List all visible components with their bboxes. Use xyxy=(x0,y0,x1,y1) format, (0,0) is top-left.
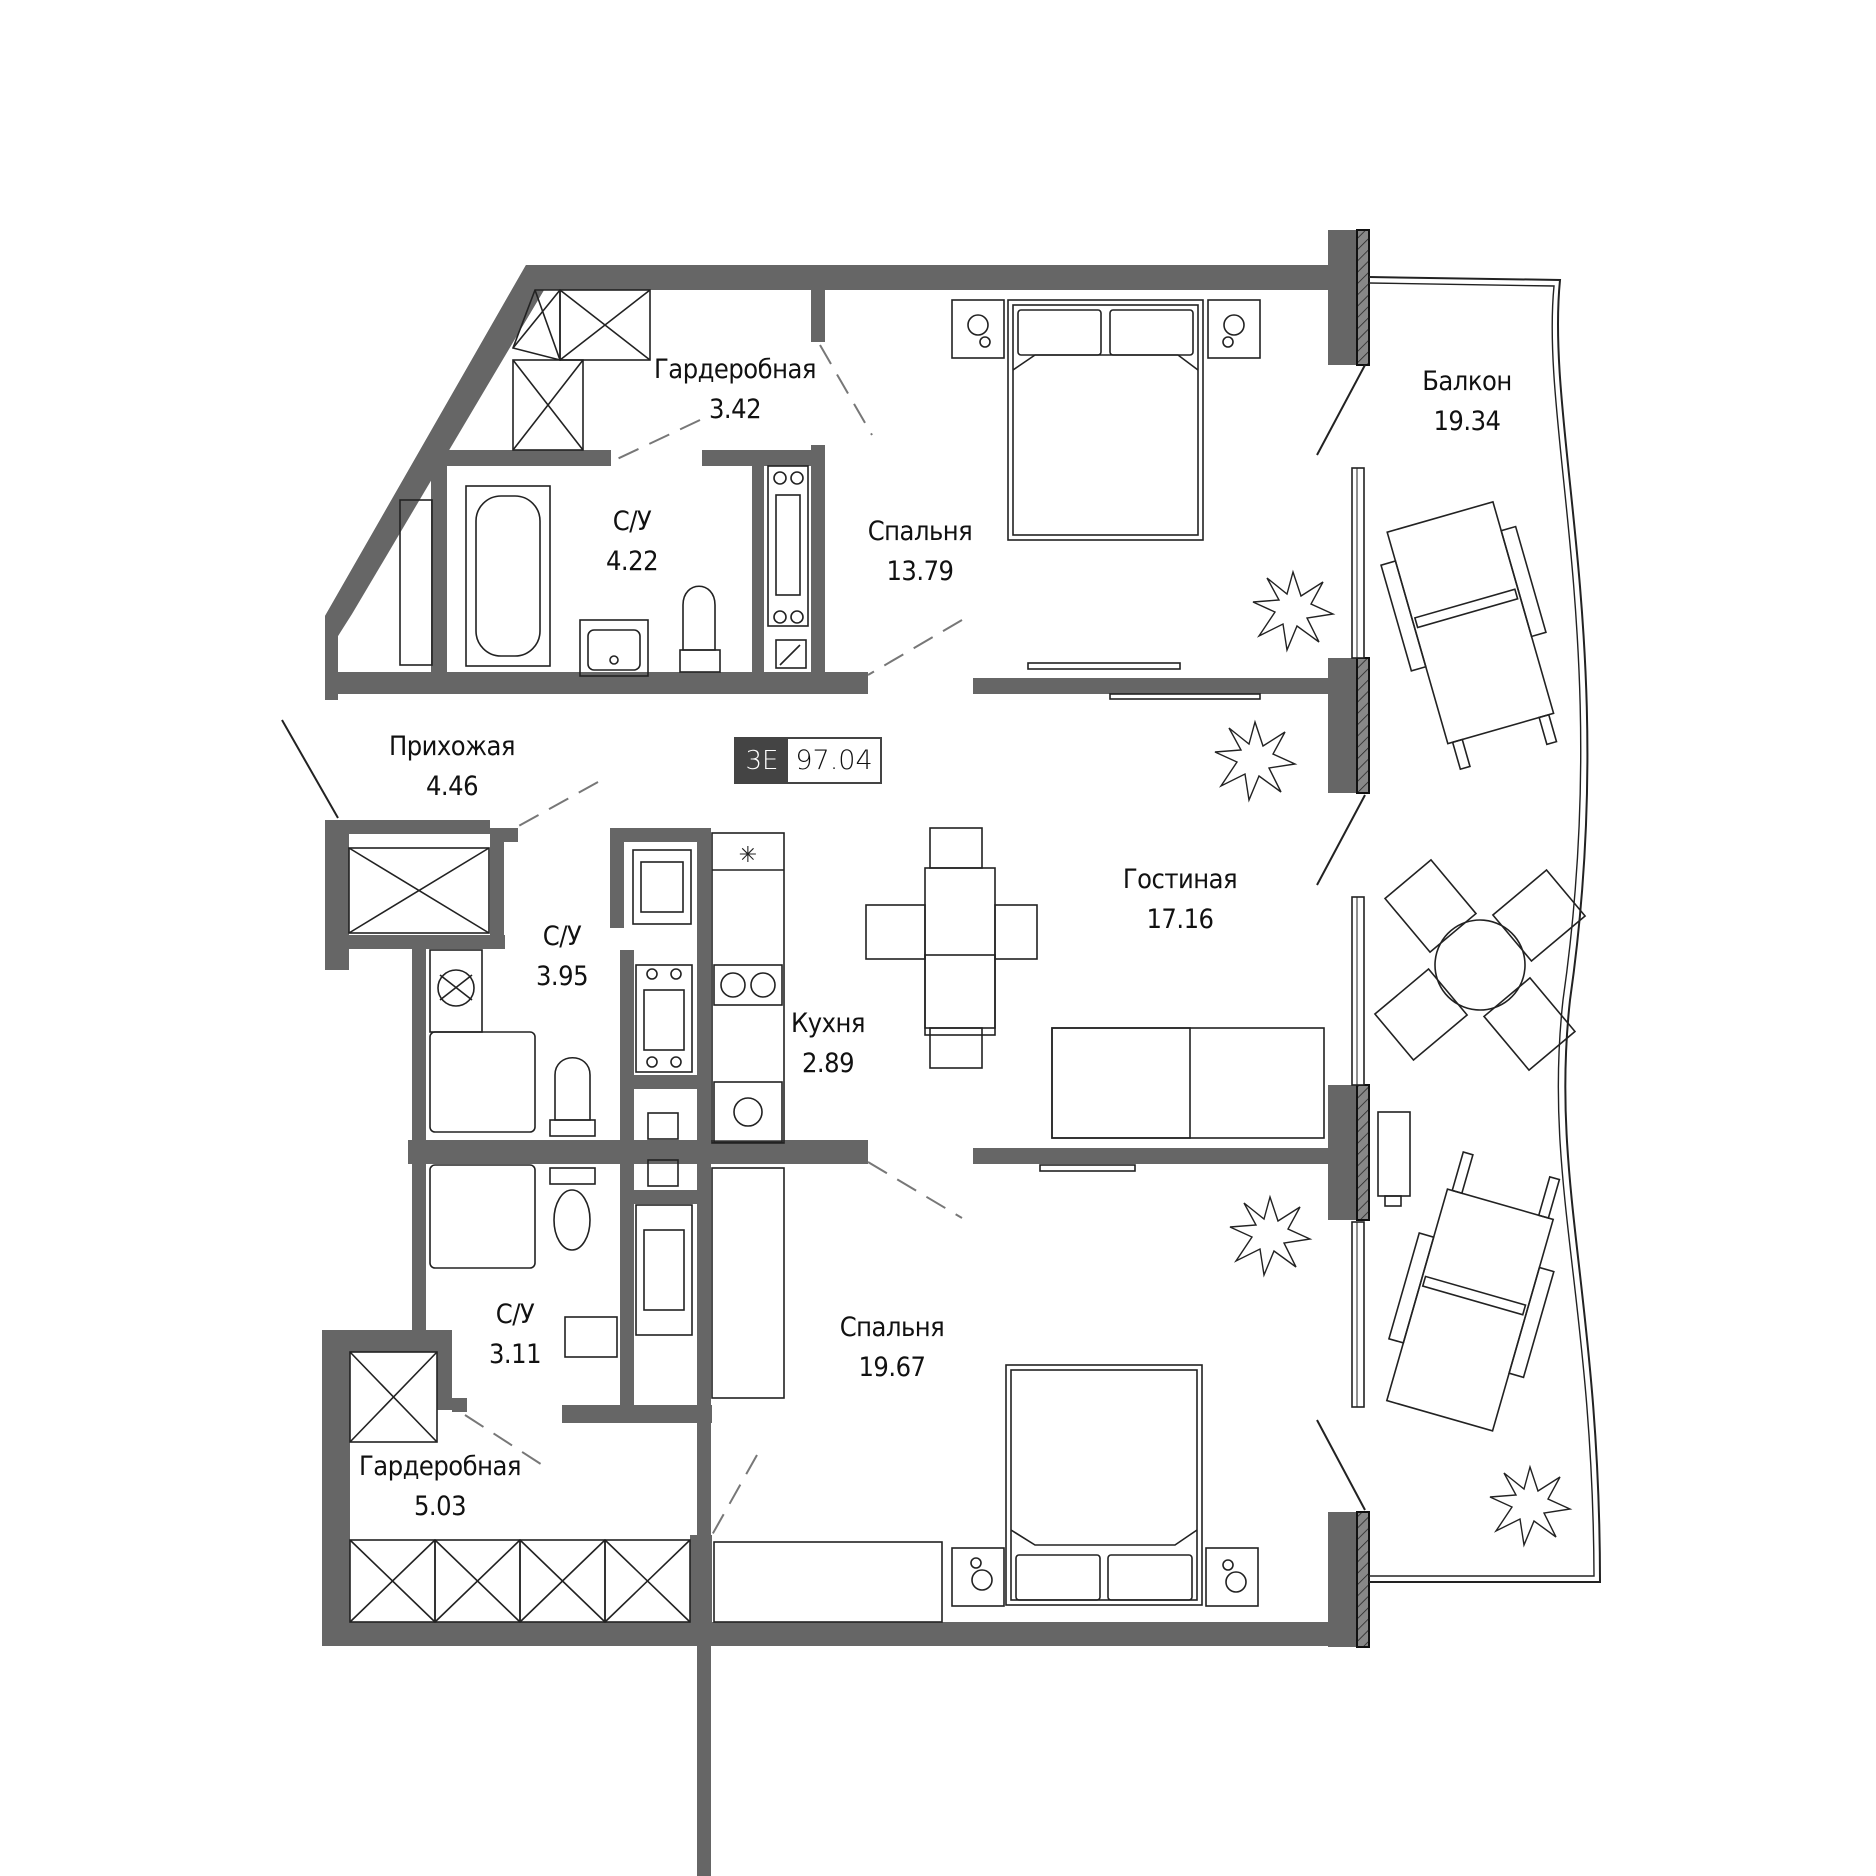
room-area: 3.42 xyxy=(708,394,762,425)
room-label-bedroom-top: Спальня 13.79 xyxy=(868,512,973,592)
room-label-wardrobe-top: Гардеробная 3.42 xyxy=(653,350,817,430)
room-label-wardrobe-bottom: Гардеробная 5.03 xyxy=(358,1447,522,1527)
room-label-bathroom-mid: С/У 3.95 xyxy=(535,917,589,997)
room-label-kitchen: Кухня 2.89 xyxy=(791,1004,865,1084)
room-name: С/У xyxy=(542,921,582,952)
room-label-hallway: Прихожая 4.46 xyxy=(388,727,516,807)
room-label-bathroom-bottom: С/У 3.11 xyxy=(488,1295,542,1375)
room-area: 17.16 xyxy=(1146,904,1214,935)
room-name: Спальня xyxy=(839,1312,945,1343)
kitchen-fixtures: ✳ xyxy=(632,832,785,1399)
walls xyxy=(322,229,1370,1876)
room-area: 4.22 xyxy=(605,546,659,577)
room-name: С/У xyxy=(495,1299,535,1330)
room-name: Гостиная xyxy=(1122,864,1238,895)
bathroom-top-fixtures xyxy=(399,465,809,677)
balcony-outline xyxy=(1368,276,1602,1583)
room-name: Спальня xyxy=(867,516,973,547)
svg-text:✳: ✳ xyxy=(739,843,757,868)
room-area: 19.34 xyxy=(1433,406,1501,437)
wardrobe-cells xyxy=(348,289,691,1623)
room-area: 3.95 xyxy=(535,961,589,992)
room-area: 19.67 xyxy=(858,1352,926,1383)
room-name: Гардеробная xyxy=(653,354,817,385)
room-area: 4.46 xyxy=(425,771,479,802)
room-area: 5.03 xyxy=(413,1491,467,1522)
sun-lounger-bottom xyxy=(1385,1151,1561,1432)
apartment-type: 3E xyxy=(736,739,788,782)
total-area: 97.04 xyxy=(788,739,880,782)
room-name: С/У xyxy=(612,506,652,537)
doors xyxy=(281,364,1366,1511)
bed-bottom xyxy=(713,1364,1259,1623)
room-label-balcony: Балкон 19.34 xyxy=(1422,362,1512,442)
balcony-dining-set xyxy=(1373,858,1587,1072)
room-label-bedroom-bottom: Спальня 19.67 xyxy=(840,1308,945,1388)
room-name: Гардеробная xyxy=(358,1451,522,1482)
room-label-bathroom-top: С/У 4.22 xyxy=(605,502,659,582)
room-name: Кухня xyxy=(791,1008,865,1039)
plants xyxy=(1214,569,1573,1548)
room-name: Прихожая xyxy=(388,731,516,762)
room-area: 3.11 xyxy=(488,1339,542,1370)
side-table xyxy=(1377,1111,1411,1207)
room-area: 13.79 xyxy=(886,556,954,587)
sofa xyxy=(1039,1027,1325,1172)
room-area: 2.89 xyxy=(801,1048,855,1079)
door-arcs xyxy=(464,344,963,1536)
windows xyxy=(1351,467,1365,1408)
room-name: Балкон xyxy=(1422,366,1512,397)
bathroom-mid-fixtures xyxy=(429,949,618,1358)
sun-lounger-top xyxy=(1380,500,1558,771)
room-label-living: Гостиная 17.16 xyxy=(1122,860,1238,940)
dining-set xyxy=(865,827,1038,1069)
bed-top xyxy=(951,299,1261,700)
apartment-badge: 3E 97.04 xyxy=(734,737,882,784)
